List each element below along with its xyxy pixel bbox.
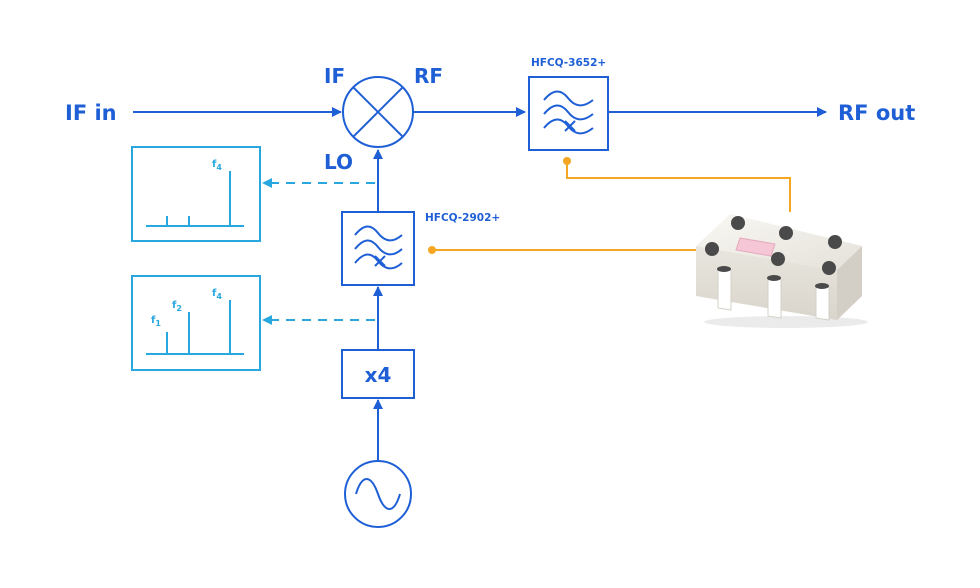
spectrum-label-f2: f2 [172,300,182,313]
if-in-label: IF in [65,101,117,125]
mixer-if-port-label: IF [324,64,345,88]
mixer-icon [342,76,414,148]
multiplier-block [341,349,415,399]
mixer-rf-port-label: RF [414,64,443,88]
unfiltered-spectrum-panel: f1 f2 f4 [131,275,261,371]
oscillator-icon [344,460,412,528]
rf-filter-callout-line [563,157,791,212]
spectrum-label-f1: f1 [151,315,161,328]
spectrum-label-f4: f4 [212,159,222,172]
rf-filter-block [528,76,609,151]
lo-filter-block [341,211,415,286]
lo-filter-callout-line [428,246,696,254]
rf-out-label: RF out [838,101,915,125]
filter-component-illustration [696,214,868,328]
lo-filter-part-label: HFCQ-2902+ [425,212,500,224]
bandpass-filter-icon [354,225,403,270]
spectrum-label-f4: f4 [212,288,222,301]
filtered-spectrum-panel: f4 [131,146,261,242]
rf-filter-part-label: HFCQ-3652+ [531,57,606,69]
bandpass-filter-icon [543,90,594,135]
mixer-lo-port-label: LO [324,150,353,174]
multiplier-label: x4 [365,363,392,387]
